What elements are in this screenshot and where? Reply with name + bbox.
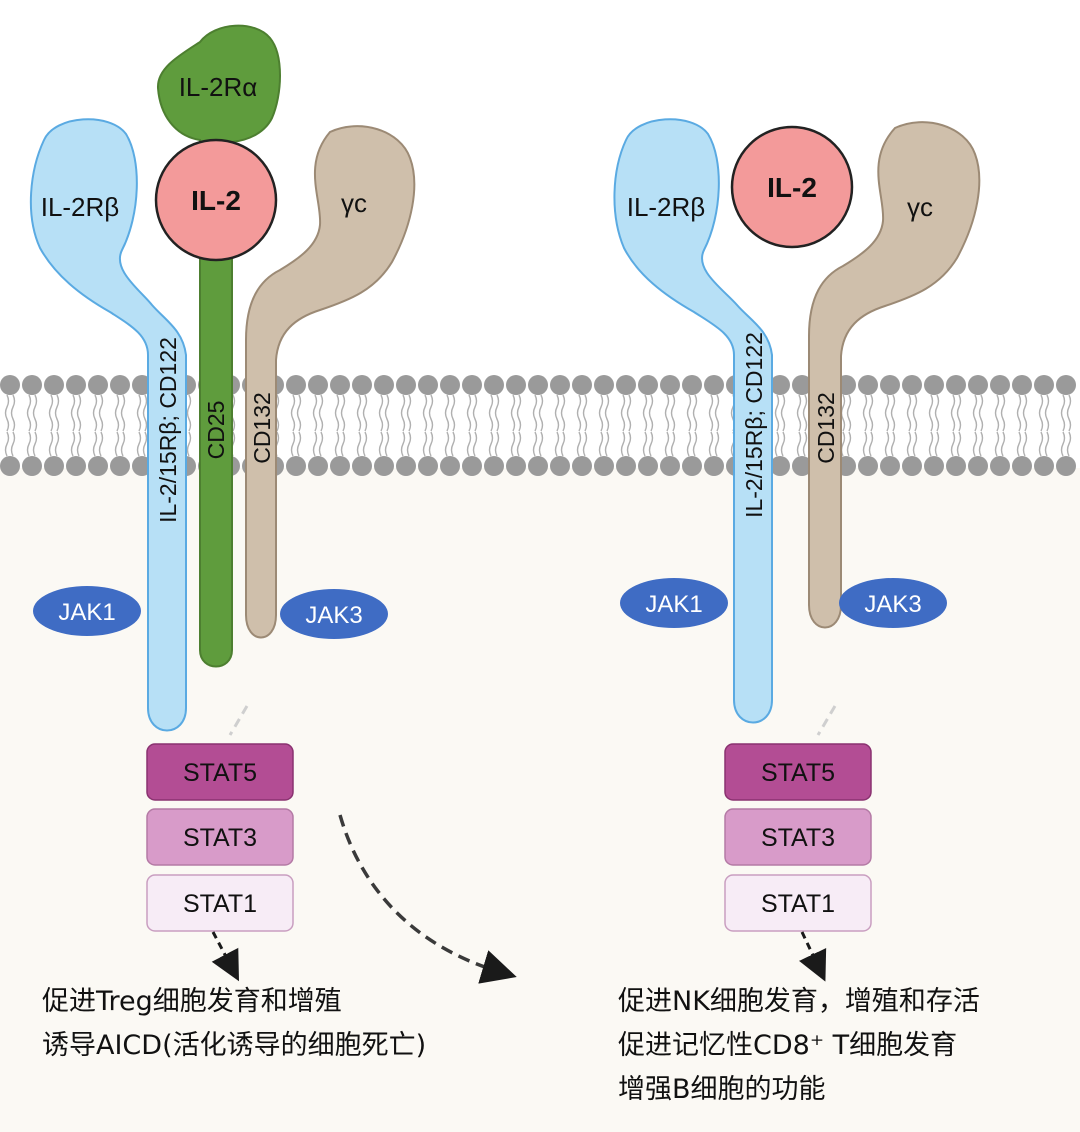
right-effect-2: 促进记忆性CD8⁺ T细胞发育 [618,1030,958,1061]
il2ra-chain [156,24,281,668]
jak1-label: JAK1 [645,591,702,618]
il2ra-label: IL-2Rα [179,72,258,102]
stat3 [724,808,872,866]
il2-ligand [730,125,854,249]
left-receptor-complex: IL-2Rα IL-2 IL-2Rβ γc IL-2/15Rβ; CD122 C… [29,24,517,984]
dashed-link [816,705,837,736]
jak1-label: JAK1 [58,599,115,626]
gc-chain [245,125,416,639]
stat3-label: STAT3 [183,824,257,852]
stat1 [146,874,294,932]
stat-arrow [799,931,827,982]
jak3 [839,578,947,628]
il2-ligand [154,138,278,262]
il2rb-label: IL-2Rβ [41,192,120,222]
right-receptor-complex: IL-2 IL-2Rβ γc IL-2/15Rβ; CD122 CD132 JA… [613,118,981,982]
left-effect-1: 促进Treg细胞发育和增殖 [42,986,342,1017]
stat5-label: STAT5 [761,759,835,787]
il2rb-label: IL-2Rβ [627,192,706,222]
gc-chain [808,121,981,629]
cd25-label: CD25 [203,401,229,460]
right-effect-3: 增强B细胞的功能 [618,1074,826,1105]
stat5 [724,743,872,801]
cd122-label: IL-2/15Rβ; CD122 [155,337,181,523]
stat3 [146,808,294,866]
cd122-label: IL-2/15Rβ; CD122 [741,332,767,518]
gc-label: γc [907,192,933,222]
jak3 [280,589,388,639]
jak3-label: JAK3 [305,602,362,629]
jak3-label: JAK3 [864,591,921,618]
stat5 [146,743,294,801]
cd132-label: CD132 [249,392,275,464]
il2rb-chain [29,118,187,732]
stat5-label: STAT5 [183,759,257,787]
stat1-label: STAT1 [761,890,835,918]
stat3-label: STAT3 [761,824,835,852]
stat1-label: STAT1 [183,890,257,918]
gc-label: γc [341,188,367,218]
left-effect-2: 诱导AICD(活化诱导的细胞死亡) [42,1030,427,1061]
pathway-arrow [338,814,517,984]
il2rb-chain [613,118,773,724]
jak1 [33,586,141,636]
left-effects: 促进Treg细胞发育和增殖 诱导AICD(活化诱导的细胞死亡) [42,980,426,1068]
right-effect-1: 促进NK细胞发育，增殖和存活 [618,986,980,1017]
dashed-link [228,705,249,736]
right-effects: 促进NK细胞发育，增殖和存活 促进记忆性CD8⁺ T细胞发育 增强B细胞的功能 [618,980,980,1112]
il2-label: IL-2 [767,172,817,203]
stat-arrow [211,931,240,982]
stat1 [724,874,872,932]
il2-label: IL-2 [191,185,241,216]
cd132-label: CD132 [813,392,839,464]
jak1 [620,578,728,628]
